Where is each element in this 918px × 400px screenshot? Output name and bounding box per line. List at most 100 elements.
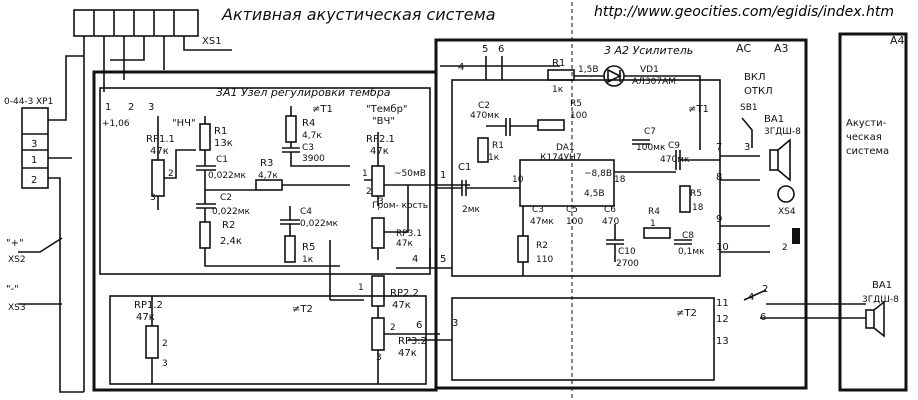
svg-text:ОТКЛ: ОТКЛ (744, 86, 773, 97)
out-pin-9: 9 (716, 214, 722, 225)
supply-input-wires (18, 237, 63, 305)
svg-text:2: 2 (366, 187, 372, 197)
amp-channel-2 (451, 297, 715, 381)
xs4-connector[interactable]: XS4 2 (777, 185, 800, 253)
c1-capacitor: C1 0,022мк (196, 155, 247, 190)
rp2-1-potentiometer: "Тембр" "ВЧ" RP2.1 47к 1 2 3 (362, 104, 408, 207)
amp-r2: R2 110 (517, 206, 553, 276)
svg-text:3: 3 (150, 193, 156, 203)
svg-text:RP1.1: RP1.1 (146, 134, 175, 145)
amp-t2-label: ≠T2 (676, 308, 697, 319)
xs3-minus: "-" (6, 284, 19, 295)
svg-text:2: 2 (390, 323, 396, 333)
xp1-wires (48, 55, 84, 393)
svg-text:13к: 13к (214, 138, 233, 149)
svg-text:0,022мк: 0,022мк (300, 219, 339, 229)
svg-text:АЛ307АМ: АЛ307АМ (632, 77, 676, 87)
out-pin-8: 8 (716, 172, 722, 183)
r1-resistor: R1 13к (199, 116, 233, 166)
c2-capacitor: C2 0,022мк (196, 190, 251, 222)
xs2-label: XS2 (8, 255, 26, 265)
svg-text:C7: C7 (644, 127, 656, 137)
link-pin-4: 4 (412, 254, 418, 265)
svg-text:R5: R5 (690, 189, 702, 199)
svg-text:4,7к: 4,7к (258, 171, 278, 181)
svg-text:47к: 47к (150, 146, 169, 157)
svg-text:4,5В: 4,5В (584, 189, 605, 199)
speaker-ba1-top: BA1 3ГДШ-8 (764, 114, 801, 182)
svg-text:1: 1 (358, 283, 364, 293)
svg-text:0,022мк: 0,022мк (212, 207, 251, 217)
tone-pin-3: 3 (148, 102, 154, 113)
svg-text:470мк: 470мк (660, 155, 690, 165)
ac-frame (434, 38, 808, 390)
c3-capacitor: C3 3900 (282, 143, 350, 167)
svg-text:0,022мк: 0,022мк (208, 171, 247, 181)
svg-text:2мк: 2мк (462, 205, 481, 215)
acoustic-line-3: система (846, 146, 889, 157)
svg-text:R2: R2 (222, 220, 235, 231)
amp-c5-c6: C5 100 C6 470 (566, 205, 619, 227)
amp-block-title: 3 A2 Усилитель (604, 44, 693, 57)
power-switch-sb1[interactable]: ВКЛ ОТКЛ SB1 (740, 72, 773, 148)
svg-text:~8,8В: ~8,8В (584, 169, 612, 179)
svg-text:2: 2 (168, 169, 174, 179)
svg-text:3ГДШ-8: 3ГДШ-8 (862, 295, 899, 305)
acoustic-system-box (838, 32, 908, 392)
svg-text:2: 2 (782, 243, 788, 253)
svg-text:R5: R5 (570, 99, 582, 109)
amp-c10: C10 2700 (606, 224, 639, 269)
svg-text:RP2.2: RP2.2 (390, 288, 419, 299)
svg-text:2700: 2700 (616, 259, 639, 269)
tone-block (99, 87, 431, 275)
output-wires (720, 155, 770, 253)
schematic-title: Активная акустическая система (221, 5, 496, 24)
svg-text:RP2.1: RP2.1 (366, 134, 395, 145)
svg-text:100: 100 (570, 111, 587, 121)
svg-text:ВКЛ: ВКЛ (744, 72, 765, 83)
svg-text:R4: R4 (648, 207, 660, 217)
amp-r5: R5 100 (537, 99, 587, 131)
svg-text:C10: C10 (618, 247, 636, 257)
rp1-1-potentiometer: RP1.1 47к 2 3 (146, 116, 196, 210)
amp-c1: C1 2мк (436, 162, 520, 215)
svg-text:RP3.1: RP3.1 (396, 229, 422, 239)
svg-text:R5: R5 (302, 242, 315, 253)
svg-text:C6: C6 (604, 205, 616, 215)
svg-text:3: 3 (378, 197, 384, 207)
a3-label: A3 (774, 42, 789, 55)
svg-text:XS4: XS4 (778, 207, 796, 217)
amp-supply-wires (440, 56, 560, 80)
svg-text:BA1: BA1 (764, 114, 784, 125)
rp1-2-potentiometer: RP1.2 47к 2 3 (134, 296, 168, 384)
svg-text:DA1: DA1 (556, 143, 575, 153)
svg-text:110: 110 (536, 255, 553, 265)
da1-chip: DA1 К174УН7 4,5В ~8,8В 10 18 (512, 143, 626, 207)
pin-044-label: 0-44-3 (4, 97, 33, 107)
tone-pin-1: 1 (105, 102, 111, 113)
amp-c7: C7 100мк (632, 127, 666, 153)
source-url[interactable]: http://www.geocities.com/egidis/index.ht… (594, 4, 894, 20)
amp-block (451, 79, 721, 277)
svg-text:3ГДШ-8: 3ГДШ-8 (764, 127, 801, 137)
svg-text:2: 2 (162, 339, 168, 349)
amp-pin-5: 5 (482, 44, 488, 55)
svg-text:R2: R2 (536, 241, 548, 251)
svg-text:3: 3 (162, 359, 168, 369)
r3-resistor: R3 4,7к (205, 158, 350, 191)
amp-c8: C8 0,1мк (674, 231, 705, 257)
svg-text:C1: C1 (458, 162, 471, 173)
tone-output-voltage: ~50мВ (394, 169, 426, 179)
a4-label: A4 (890, 34, 905, 47)
svg-text:R1: R1 (214, 126, 227, 137)
svg-text:VD1: VD1 (640, 65, 659, 75)
svg-text:47к: 47к (396, 239, 413, 249)
interconnect-wires (396, 248, 452, 341)
r5-resistor: R5 1к (284, 235, 315, 265)
svg-text:C8: C8 (682, 231, 694, 241)
xp1-connector: 0-44-3 XP1 3 1 2 (4, 97, 53, 189)
xs1-connector: XS1 (73, 9, 222, 47)
svg-text:100: 100 (566, 217, 583, 227)
svg-text:RP1.2: RP1.2 (134, 300, 163, 311)
svg-text:SB1: SB1 (740, 103, 758, 113)
